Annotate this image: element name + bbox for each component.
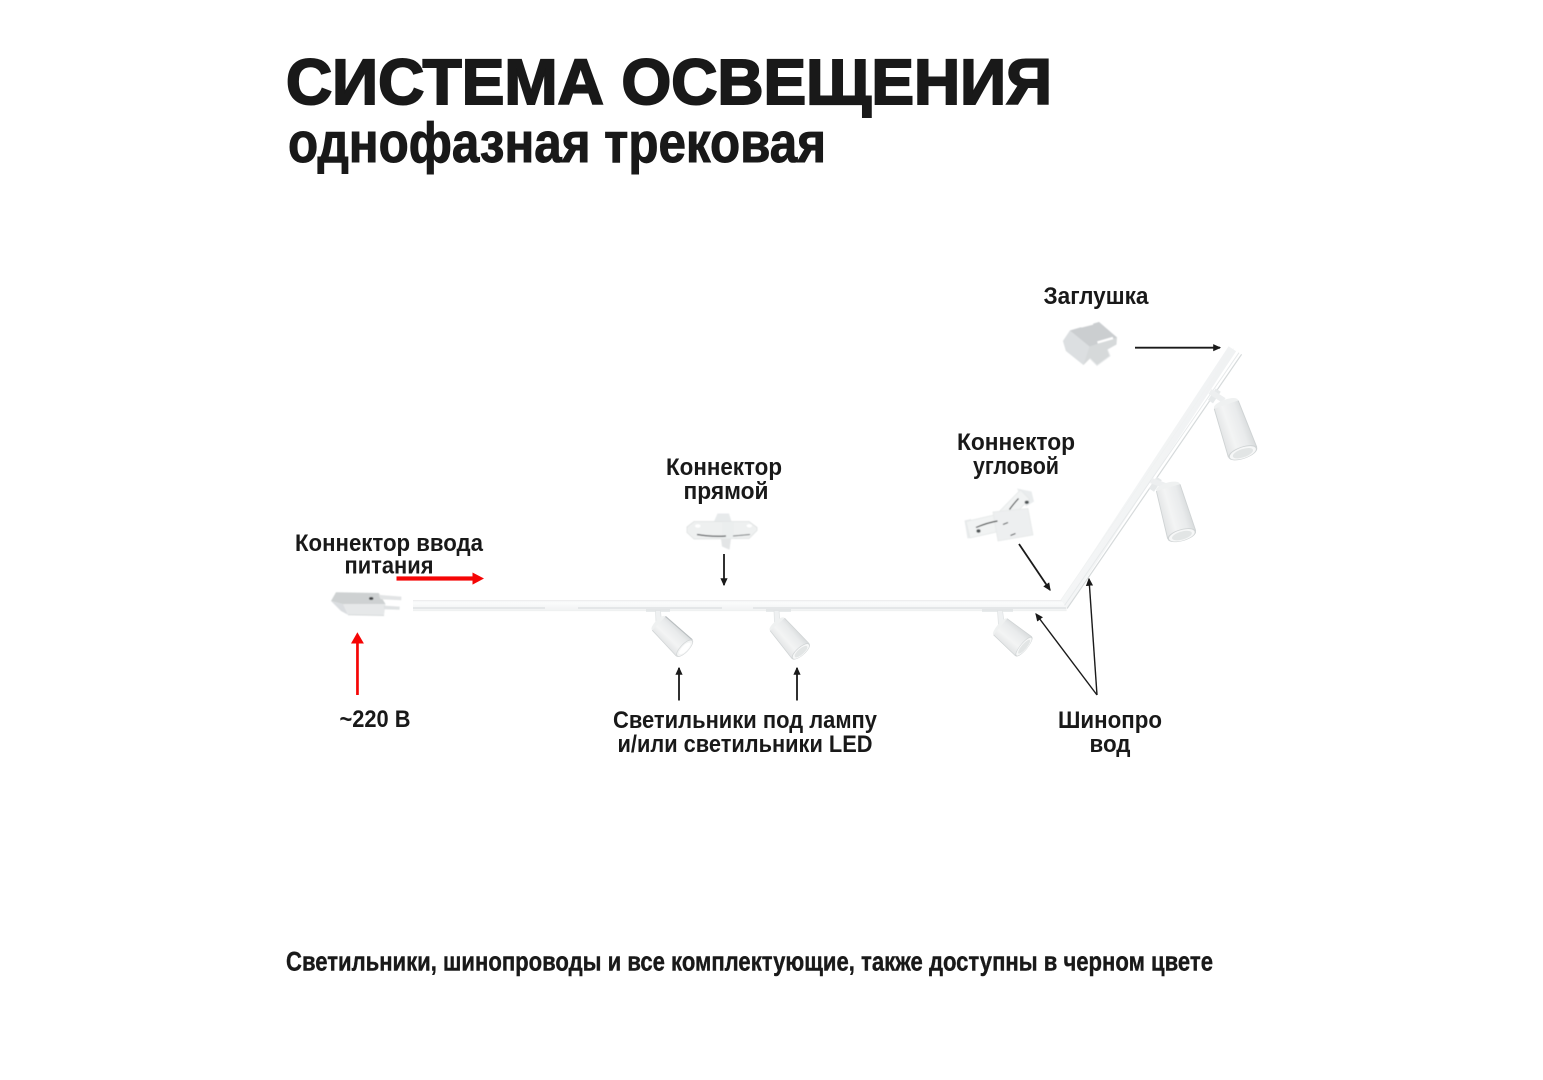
svg-text:Шинопро: Шинопро [1058, 707, 1162, 734]
svg-text:Светильники под лампу: Светильники под лампу [613, 707, 877, 734]
svg-text:прямой: прямой [684, 478, 769, 505]
svg-text:Заглушка: Заглушка [1044, 283, 1149, 310]
svg-text:питания: питания [345, 553, 434, 580]
svg-text:Светильники, шинопроводы и все: Светильники, шинопроводы и все комплекту… [286, 947, 1213, 977]
svg-text:Коннектор: Коннектор [957, 429, 1075, 456]
svg-text:~220 В: ~220 В [340, 706, 411, 733]
svg-text:Коннектор: Коннектор [666, 454, 782, 481]
svg-text:вод: вод [1090, 731, 1131, 758]
svg-text:угловой: угловой [973, 453, 1059, 480]
svg-text:СИСТЕМА ОСВЕЩЕНИЯ: СИСТЕМА ОСВЕЩЕНИЯ [286, 46, 1052, 118]
svg-text:Коннектор ввода: Коннектор ввода [295, 530, 483, 557]
svg-text:однофазная трековая: однофазная трековая [288, 111, 826, 175]
svg-text:и/или светильники LED: и/или светильники LED [618, 731, 873, 758]
